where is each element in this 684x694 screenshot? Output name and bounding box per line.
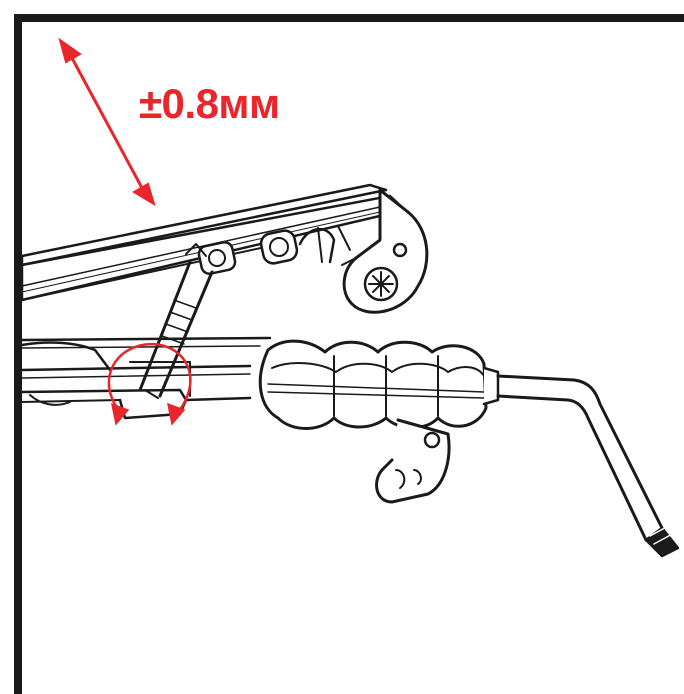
rotation-adjust-arrows-icon <box>107 342 192 426</box>
arm-end-bracket <box>341 188 429 314</box>
hex-key-rod <box>496 374 680 558</box>
linear-adjust-arrow-icon <box>58 37 156 207</box>
lower-hinge-bracket <box>375 418 451 504</box>
tolerance-label: ±0.8мм <box>139 80 280 127</box>
lower-rail <box>20 336 272 420</box>
hex-key-handle <box>258 339 500 430</box>
hinge-adjustment-diagram <box>20 37 680 558</box>
upper-arm-fasteners <box>259 225 351 265</box>
